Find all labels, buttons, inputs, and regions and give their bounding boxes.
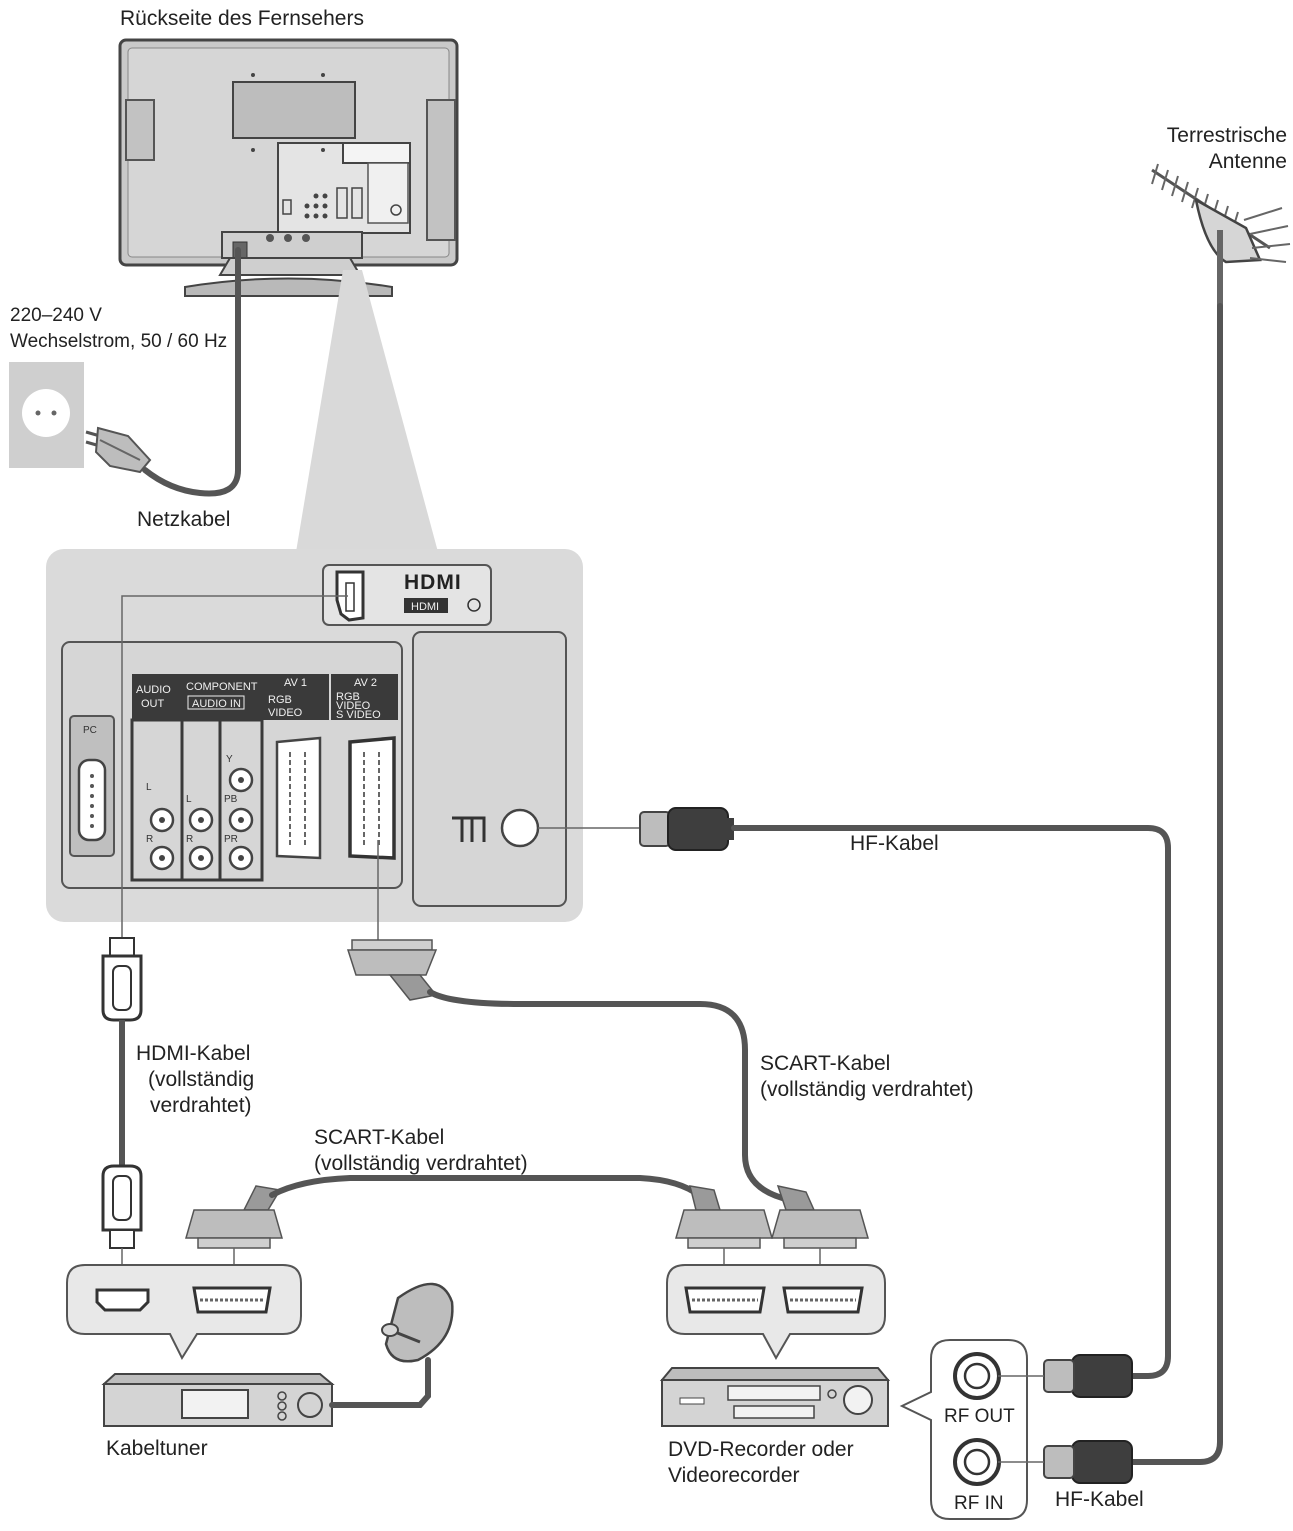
hdmi-plug-bottom [101, 1164, 143, 1249]
component-pb: PB [224, 794, 238, 805]
scart-plug-recorder-right [771, 1184, 869, 1249]
component-label: COMPONENT [186, 681, 258, 693]
rf-callout [899, 1339, 1028, 1520]
av2-svideo: S VIDEO [336, 709, 381, 721]
hdmi-cable-label-line2: (vollständig [148, 1068, 255, 1091]
tv-back-label: Rückseite des Fernsehers [120, 7, 364, 30]
scart-left-label-line1: SCART-Kabel [314, 1126, 445, 1149]
audio-out-l: L [146, 782, 152, 793]
wall-outlet [9, 362, 84, 468]
dvd-recorder-device [659, 1367, 891, 1427]
zoom-cone [296, 270, 438, 552]
voltage-label-line2: Wechselstrom, 50 / 60 Hz [10, 331, 228, 352]
tuner-callout [66, 1264, 302, 1361]
power-cable [142, 247, 241, 497]
rf-out-label: RF OUT [944, 1406, 1015, 1427]
rf-plug-tv [639, 807, 734, 851]
component-y: Y [226, 754, 233, 765]
audio-out-label-2: OUT [141, 698, 165, 710]
antenna-label-line2: Antenne [1208, 150, 1287, 173]
hf-cable-label-bottom: HF-Kabel [1055, 1488, 1144, 1511]
component-pr: PR [224, 834, 238, 845]
rf-plug-in [1043, 1440, 1133, 1484]
av1-label: AV 1 [284, 677, 307, 689]
av1-video: VIDEO [268, 707, 303, 719]
audio-out-r: R [146, 834, 153, 845]
av2-rgb: RGB [336, 691, 360, 703]
power-cable-label: Netzkabel [137, 508, 231, 531]
scart-plug-tuner [185, 1185, 283, 1249]
hdmi-logo: HDMI [404, 571, 462, 594]
cable-tuner-label: Kabeltuner [106, 1437, 208, 1460]
scart-left-label-line2: (vollständig verdrahtet) [314, 1152, 528, 1175]
connector-panel: HDMI HDMI PC AUDIO OUT COMPONENT AUDIO I… [46, 549, 583, 922]
pc-label: PC [83, 725, 97, 736]
cable-tuner-device [101, 1373, 335, 1427]
recorder-callout [666, 1264, 886, 1361]
rf-plug-out [1043, 1354, 1133, 1398]
voltage-label-line1: 220–240 V [10, 305, 102, 326]
tv-back [118, 38, 459, 297]
antenna-label-line1: Terrestrische [1166, 124, 1287, 147]
scart-cable-tv-recorder [427, 989, 793, 1203]
scart-plug-tv [346, 939, 438, 1001]
hdmi-badge: HDMI [411, 601, 439, 613]
recorder-label-line2: Videorecorder [668, 1464, 800, 1487]
hf-cable-label-top: HF-Kabel [850, 832, 939, 855]
power-plug [85, 426, 152, 474]
terrestrial-antenna [1151, 163, 1291, 310]
hdmi-cable-inner [121, 595, 348, 940]
audio-in-label: AUDIO IN [192, 698, 241, 710]
audio-in-r: R [186, 834, 193, 845]
scart-cable-tuner-recorder [269, 1175, 703, 1199]
av2-label: AV 2 [354, 677, 377, 689]
audio-out-label-1: AUDIO [136, 684, 171, 696]
hdmi-plug-top [101, 937, 143, 1022]
scart-right-label-line2: (vollständig verdrahtet) [760, 1078, 974, 1101]
scart-plug-recorder-left [675, 1185, 773, 1249]
audio-in-l: L [186, 794, 192, 805]
satellite-dish [329, 1282, 454, 1408]
hdmi-cable-label-line1: HDMI-Kabel [136, 1042, 251, 1065]
recorder-label-line1: DVD-Recorder oder [668, 1438, 854, 1461]
hdmi-cable-label-line3: verdrahtet) [150, 1094, 252, 1117]
av1-rgb: RGB [268, 694, 292, 706]
av2-video: VIDEO [336, 700, 371, 712]
hf-cable-antenna [1129, 303, 1223, 1465]
hf-cable-upper [731, 825, 1171, 1379]
scart-right-label-line1: SCART-Kabel [760, 1052, 891, 1075]
rf-in-label: RF IN [954, 1493, 1004, 1514]
